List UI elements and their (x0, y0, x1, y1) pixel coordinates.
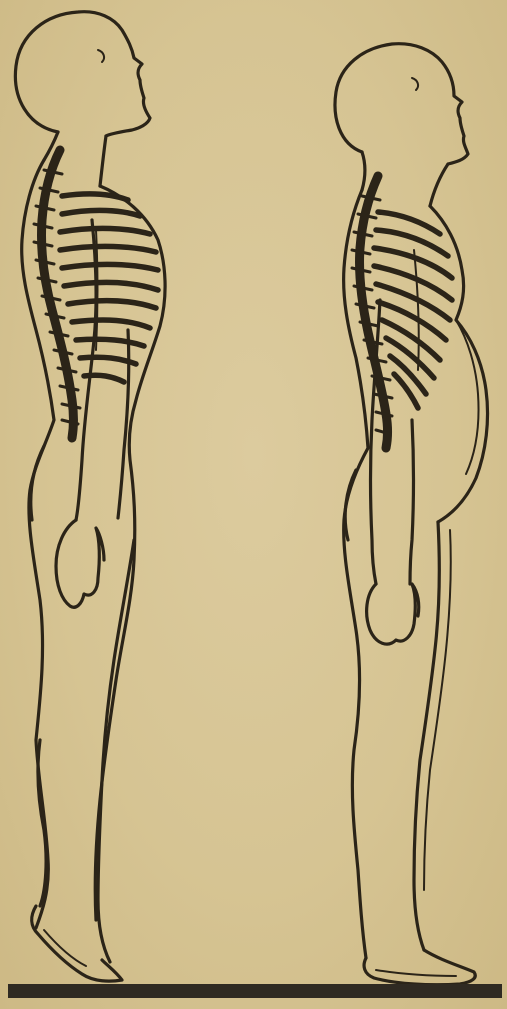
slumped-foot-sole (376, 970, 456, 976)
upright-hand (56, 520, 104, 607)
slumped-hand (367, 584, 419, 644)
upright-chest-outline (95, 186, 165, 920)
slumped-figure (335, 44, 488, 985)
upright-ribs (60, 194, 158, 382)
upright-ear (98, 50, 104, 62)
ground-bar (8, 984, 502, 998)
slumped-head (335, 44, 468, 164)
upright-head (15, 12, 150, 136)
slumped-foot (364, 950, 475, 985)
slumped-front-outline (430, 206, 488, 522)
slumped-neck-front (430, 164, 448, 206)
upright-buttock (31, 446, 44, 520)
slumped-arm-front (410, 420, 414, 584)
slumped-neck-back (362, 152, 365, 190)
upright-foot (32, 906, 122, 981)
slumped-sternum (414, 250, 419, 370)
upright-figure (15, 12, 165, 981)
slumped-ear (412, 78, 418, 90)
upright-neck-front (100, 136, 106, 186)
slumped-belly-inner (456, 320, 479, 474)
